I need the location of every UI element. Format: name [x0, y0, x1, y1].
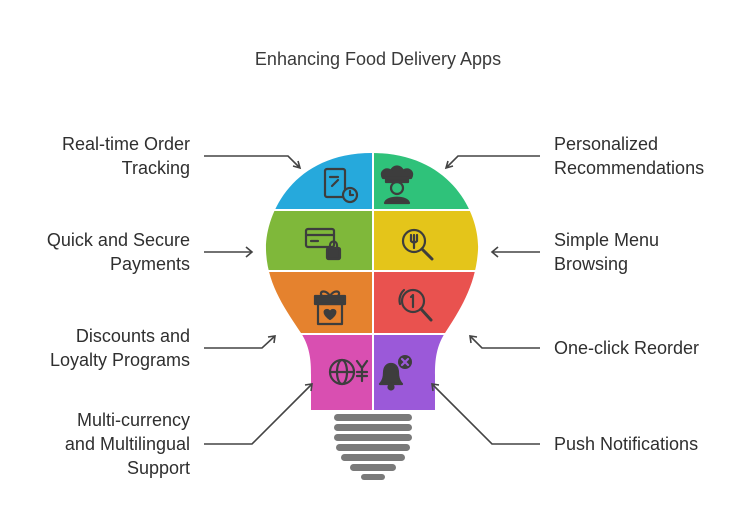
label-reorder: One-click Reorder [554, 336, 699, 360]
arrow-discounts-head [267, 335, 276, 344]
phone-clock-icon [323, 167, 359, 204]
label-line: Browsing [554, 254, 629, 274]
arrow-multicurrency [204, 383, 313, 445]
segment-browsing [374, 211, 479, 270]
label-line: Multi-currency [76, 410, 190, 430]
card-lock-icon [304, 227, 342, 261]
bell-x-icon [378, 355, 412, 391]
arrow-discounts [204, 335, 276, 349]
arrow-multicurrency-head [304, 383, 313, 392]
globe-yen-icon [328, 358, 369, 386]
segment-discounts [265, 272, 372, 333]
reorder-magnifier-icon [398, 288, 433, 322]
arrow-tracking-head [292, 160, 302, 170]
arrow-tracking [204, 155, 301, 169]
arrow-recommendations [445, 155, 540, 169]
connector-arrows [204, 155, 540, 445]
label-line: and Multilingual [64, 434, 190, 454]
label-line: Real-time Order [61, 134, 190, 154]
label-tracking: Real-time Order Tracking [62, 132, 190, 180]
label-line: Recommendations [554, 158, 705, 178]
label-multicurrency: Multi-currency and Multilingual Support [65, 408, 190, 480]
label-recommendations: Personalized Recommendations [554, 132, 704, 180]
arrow-reorder-head [469, 335, 478, 344]
label-browsing: Simple Menu Browsing [554, 228, 659, 276]
label-line: Tracking [121, 158, 190, 178]
diagram-title: Enhancing Food Delivery Apps [254, 49, 502, 69]
segment-payments [265, 211, 372, 270]
label-line: Personalized [554, 134, 659, 154]
label-discounts: Discounts and Loyalty Programs [50, 324, 190, 372]
search-fork-icon [401, 228, 434, 261]
label-line: Support [126, 458, 190, 478]
label-line: Push Notifications [554, 434, 699, 454]
bulb-base [334, 414, 412, 480]
label-line: Loyalty Programs [49, 350, 190, 370]
label-line: One-click Reorder [554, 338, 700, 358]
label-line: Discounts and [75, 326, 190, 346]
segment-reorder [374, 272, 479, 333]
label-line: Simple Menu [554, 230, 660, 250]
label-line: Quick and Secure [46, 230, 190, 250]
chef-icon [380, 165, 414, 205]
arrow-notifications [431, 383, 540, 445]
label-notifications: Push Notifications [554, 432, 698, 456]
label-line: Payments [109, 254, 190, 274]
arrow-reorder [469, 335, 540, 349]
arrow-payments-head [245, 246, 254, 258]
gift-heart-icon [313, 290, 347, 326]
arrow-recommendations-head [444, 160, 454, 170]
arrow-notifications-head [431, 383, 440, 392]
label-payments: Quick and Secure Payments [47, 228, 190, 276]
arrow-browsing-head [490, 246, 499, 258]
